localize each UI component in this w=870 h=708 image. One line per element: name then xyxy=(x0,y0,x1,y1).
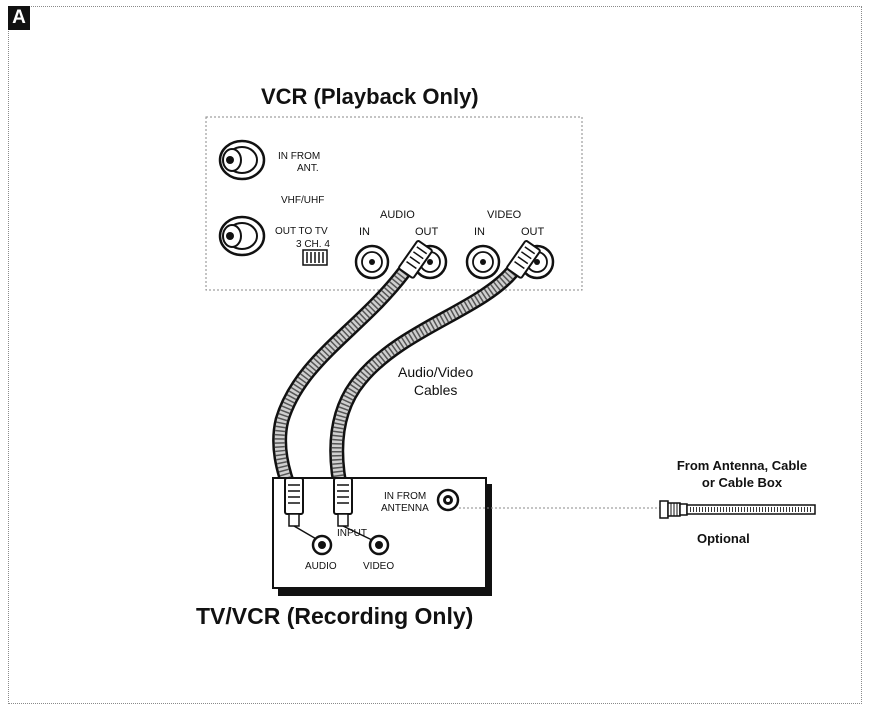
tvvcr-in-from-label: IN FROM xyxy=(384,491,427,502)
coax-connector xyxy=(659,500,688,519)
vhf-uhf-label: VHF/UHF xyxy=(281,195,325,206)
vcr-video-out-label: OUT xyxy=(521,226,545,238)
optional-label: Optional xyxy=(697,531,750,546)
audio-plug-vcr-end xyxy=(398,240,433,279)
video-cable xyxy=(329,264,520,503)
audio-plug-tv-end xyxy=(284,477,319,541)
cable-label: Audio/Video Cables xyxy=(398,363,473,399)
channel-switch xyxy=(302,249,328,266)
vcr-out-to-tv-jack xyxy=(218,215,266,257)
vcr-audio-out-label: OUT xyxy=(415,226,439,238)
tvvcr-video-input-jack xyxy=(368,534,390,556)
channel-switch-label: 3 CH. 4 xyxy=(296,239,330,250)
audio-cable xyxy=(272,264,412,503)
tvvcr-antenna-jack xyxy=(436,488,460,512)
antenna-source-line1: From Antenna, Cable xyxy=(676,458,808,473)
antenna-source-label: From Antenna, Cable or Cable Box xyxy=(652,457,832,491)
figure-badge: A xyxy=(8,6,30,30)
tvvcr-title: TV/VCR (Recording Only) xyxy=(196,603,474,629)
antenna-source-line2: or Cable Box xyxy=(701,475,783,490)
diagram-frame xyxy=(8,6,862,704)
vcr-in-from-label: IN FROM xyxy=(278,151,321,162)
tvvcr-audio-input-jack xyxy=(311,534,333,556)
video-plug-tv-end xyxy=(333,477,373,541)
video-plug-vcr-end xyxy=(506,240,541,279)
tvvcr-audio-label: AUDIO xyxy=(305,561,337,572)
tvvcr-antenna-label: ANTENNA xyxy=(381,503,429,514)
vcr-title: VCR (Playback Only) xyxy=(261,84,479,109)
tvvcr-video-label: VIDEO xyxy=(363,561,395,572)
vcr-in-from-ant-jack xyxy=(218,139,266,181)
vcr-video-label: VIDEO xyxy=(487,209,522,221)
vcr-video-in-jack xyxy=(465,244,501,280)
vcr-audio-in-jack xyxy=(354,244,390,280)
out-to-tv-label: OUT TO TV xyxy=(275,226,328,237)
vcr-ant-label: ANT. xyxy=(297,163,319,174)
coax-cable xyxy=(686,504,816,515)
vcr-video-in-label: IN xyxy=(474,226,485,238)
cable-label-line1: Audio/Video xyxy=(398,364,474,380)
vcr-audio-label: AUDIO xyxy=(380,209,415,221)
cable-label-line2: Cables xyxy=(413,382,458,398)
tvvcr-input-label: INPUT xyxy=(337,528,367,539)
vcr-audio-in-label: IN xyxy=(359,226,370,238)
